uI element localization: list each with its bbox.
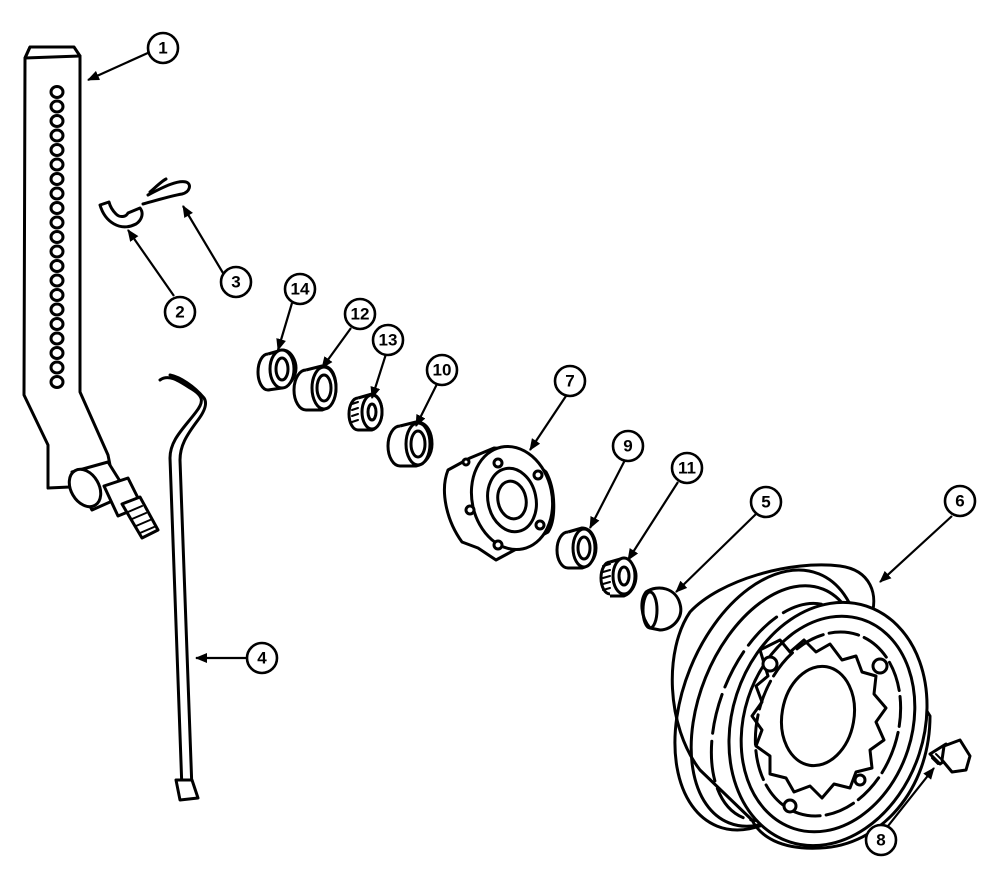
part-dust-cap [640,586,683,632]
part-hairpin-clip [141,177,191,206]
arm-hole [49,230,65,244]
part-bearing-cone-11 [599,556,638,598]
callout-2: 2 [163,295,197,329]
arm-hole [49,186,65,201]
svg-text:14: 14 [291,280,310,299]
arm-hole [49,85,65,99]
arm-hole [49,346,65,360]
arm-hole [49,375,65,389]
part-bearing-cup-12 [292,364,338,412]
svg-text:3: 3 [231,273,240,292]
arm-hole [49,317,65,331]
arm-hole [49,201,65,215]
arm-hole [49,128,65,143]
svg-text:5: 5 [761,493,770,512]
callout-13: 13 [371,323,405,357]
part-lug-bolt [928,738,972,774]
svg-text:4: 4 [257,649,267,668]
arm-hole [49,288,65,302]
arm-hole [49,259,65,273]
arm-hole [49,244,65,259]
svg-text:9: 9 [623,437,632,456]
svg-text:7: 7 [565,372,574,391]
callout-11: 11 [670,451,704,485]
leader-lines [87,50,953,827]
arm-hole [49,331,65,346]
part-bearing-cone-13 [347,392,384,432]
part-jack-rod [158,373,208,802]
arm-hole [49,302,65,317]
svg-text:8: 8 [876,831,885,850]
svg-text:1: 1 [158,39,167,58]
part-bearing-cup-10 [386,420,434,468]
part-u-clip [98,200,144,229]
callout-14: 14 [283,272,317,306]
arm-hole [49,157,65,172]
callout-12: 12 [343,297,377,331]
callout-9: 9 [611,429,645,463]
part-bearing-cup-9 [555,526,598,570]
callout-5: 5 [749,485,783,519]
arm-hole [49,172,65,186]
callout-3: 3 [219,265,253,299]
svg-text:2: 2 [175,303,184,322]
callout-1: 1 [146,31,180,65]
arm-hole [49,114,65,128]
svg-text:6: 6 [955,492,964,511]
part-wheel-hub [443,444,556,562]
arm-hole [49,215,65,230]
part-seal-14 [256,348,298,392]
svg-text:10: 10 [433,361,452,380]
callout-10: 10 [425,353,459,387]
callout-8: 8 [864,823,898,857]
part-wheel-rim [670,563,932,850]
arm-hole [49,143,65,157]
svg-text:11: 11 [678,459,696,478]
callout-6: 6 [943,484,977,518]
callout-7: 7 [553,364,587,398]
svg-text:13: 13 [379,331,398,350]
svg-text:12: 12 [351,305,370,324]
arm-hole [49,273,65,288]
callout-4: 4 [245,641,279,675]
part-spindle-arm [22,45,160,540]
arm-hole [49,360,65,375]
arm-hole [49,99,65,114]
